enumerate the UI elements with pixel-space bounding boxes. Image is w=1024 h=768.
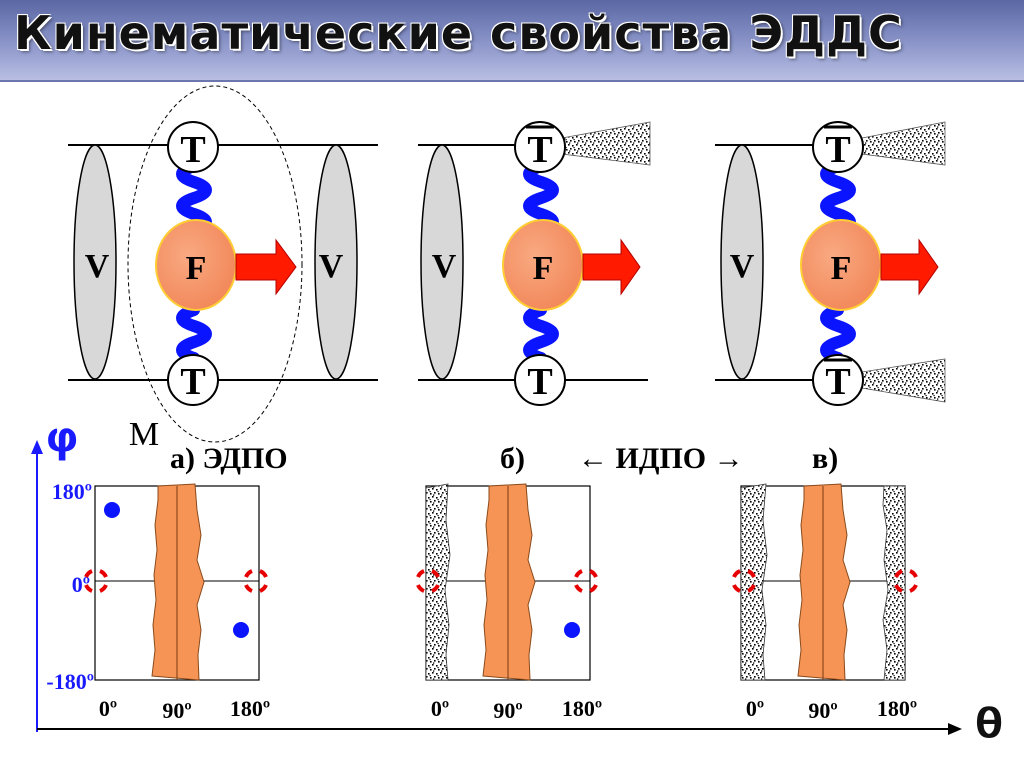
dashed-ellipse [127,85,303,443]
label-M: M [129,416,159,453]
spring-bottom [523,304,559,364]
orange-band [797,483,851,681]
plot-b: 0º 90º 180º [416,483,602,723]
spring-bottom [176,304,212,364]
label-V-left: V [85,248,110,285]
theta-axis-arrowhead [948,723,962,735]
direction-arrow [235,238,297,296]
label-T-top: T [527,129,552,171]
x-tick-180: 180º [562,696,602,721]
speckle-band-left [425,483,451,681]
panel-v-top: T T F V [715,121,946,406]
label-F: F [831,250,852,287]
title-bar: Кинематические свойства ЭДДС [0,0,1024,82]
y-tick-0: 0º [72,572,90,597]
fragment-ellipse-right [314,144,358,380]
x-tick-0: 0º [431,696,449,721]
x-tick-90: 90º [808,698,837,723]
label-V-right: V [319,248,344,285]
slide-title: Кинематические свойства ЭДДС [14,6,903,60]
panel-label-idpo: ← ИДПО → [578,442,744,475]
orange-band [482,483,536,681]
spring-bottom [820,304,856,364]
x-tick-180: 180º [877,696,917,721]
diagram: T T F V V T T F V T [31,85,1004,749]
label-V: V [432,248,457,285]
label-F: F [186,250,207,287]
label-T-bottom: T [180,361,205,403]
fragment-ellipse [720,144,764,380]
circle-T-bottom [167,354,219,406]
direction-arrow [880,238,939,296]
y-tick-180: 180º [52,479,92,504]
speckle-band-left [740,483,768,681]
x-tick-90: 90º [162,698,191,723]
panel-b-top: T T F V [418,121,651,406]
panel-label-a: а) ЭДПО [170,442,288,475]
label-T-bottom: T [825,361,850,403]
direction-arrow [582,238,641,296]
label-F: F [533,250,554,287]
panel-a-top: T T F V V [68,85,378,443]
plot-v: 0º 90º 180º [732,483,918,723]
fragment-ellipse-left [73,144,117,380]
circle-T-top [167,121,219,173]
x-tick-0: 0º [746,696,764,721]
speckle-band-right [882,485,906,681]
label-V: V [730,248,755,285]
x-tick-180: 180º [230,696,270,721]
cone-top [561,121,651,166]
y-tick-minus-180: -180º [46,669,94,694]
axes: φ θ M 180º 0º -180º [31,412,1004,749]
circle-T-bottom [514,354,566,406]
label-T-top: T [180,129,205,171]
fragment-ellipse [420,144,464,380]
phi-axis-arrowhead [31,440,43,454]
blue-dot-upper [104,502,120,518]
theta-axis-label: θ [975,699,1004,748]
circle-T-bottom [812,354,864,406]
plot-a: 0º 90º 180º [84,483,270,723]
label-T-top: T [825,129,850,171]
cone-bottom [861,358,946,403]
orange-band [151,483,205,681]
x-tick-90: 90º [493,698,522,723]
label-T-bottom: T [527,361,552,403]
panel-label-v: в) [812,442,838,475]
blue-dot [564,622,580,638]
cone-top [861,121,946,166]
circle-T-top [514,121,566,173]
panel-label-b: б) [500,442,525,475]
phi-axis-label: φ [45,412,79,463]
blue-dot-lower [233,622,249,638]
circle-T-top [812,121,864,173]
x-tick-0: 0º [99,696,117,721]
